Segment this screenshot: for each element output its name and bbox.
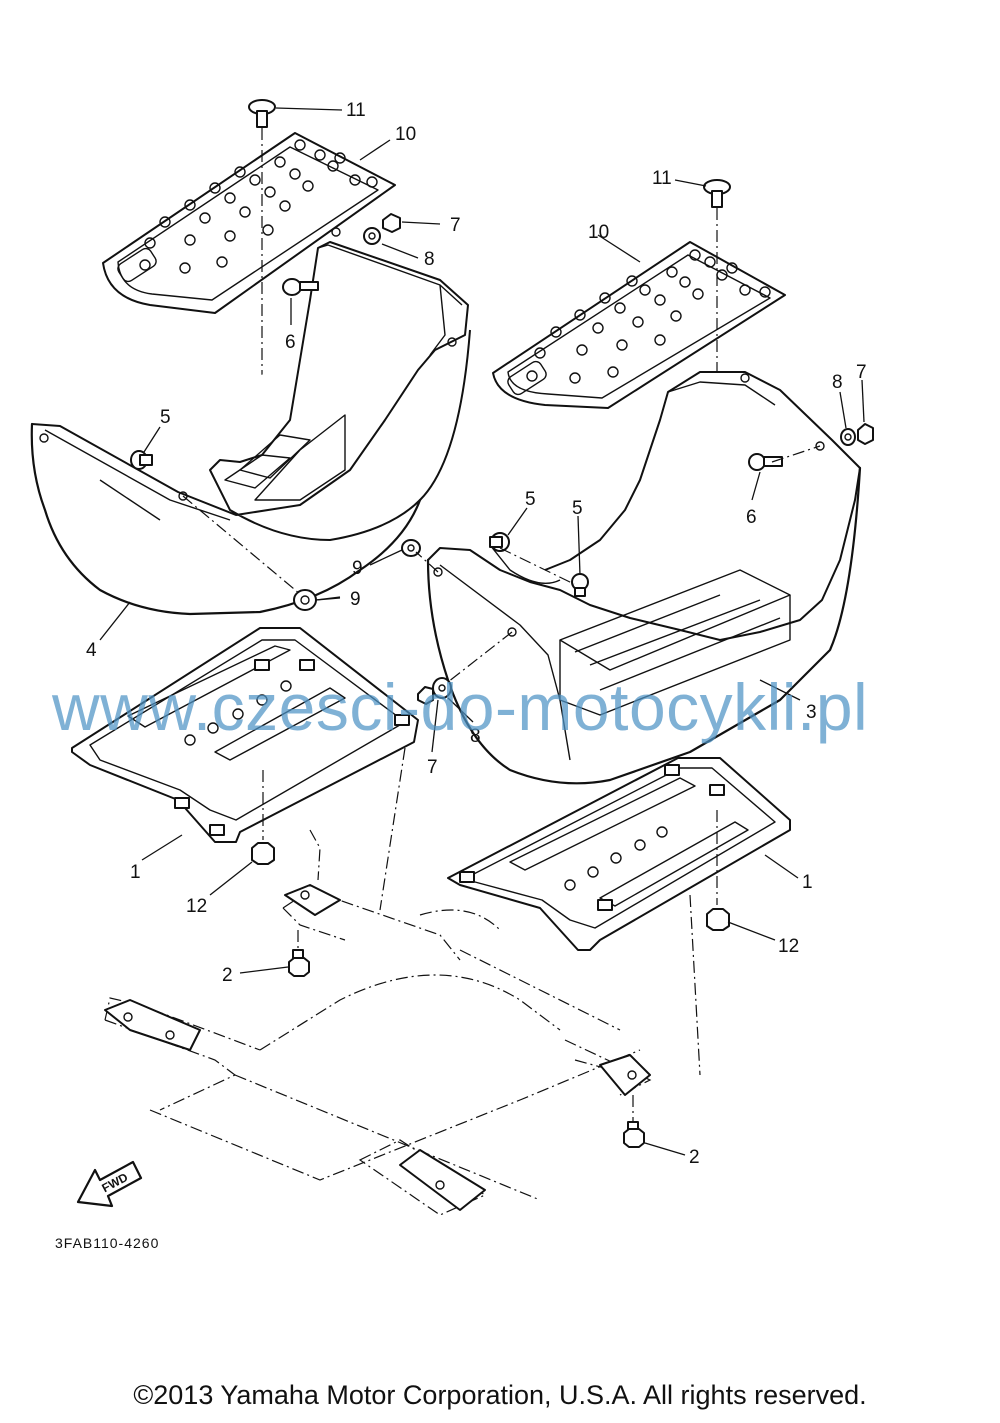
right-lower-plate — [447, 757, 791, 951]
right-footrest-bracket — [426, 371, 862, 785]
fwd-arrow: FWD — [76, 1160, 143, 1208]
left-bolt-11 — [248, 99, 276, 470]
callout-5-center: 5 — [525, 489, 536, 510]
diagram-code: 3FAB110-4260 — [55, 1235, 159, 1251]
callout-2-right: 2 — [689, 1147, 700, 1168]
callout-5-right: 5 — [572, 498, 583, 519]
right-footrest-board — [492, 241, 786, 409]
callout-11-left: 11 — [346, 100, 366, 121]
callout-1-right: 1 — [802, 872, 813, 893]
frame-brackets — [104, 884, 651, 1211]
callout-3: 3 — [806, 702, 817, 723]
callout-12-right: 12 — [778, 936, 799, 957]
left-footrest-board — [102, 132, 396, 314]
frame-outline — [104, 747, 701, 1216]
callout-5-left: 5 — [160, 407, 171, 428]
right-hardware — [401, 423, 874, 705]
bolt-2-left — [288, 930, 310, 977]
watermark-url: www.czesci-do-motocykli.pl — [51, 670, 868, 744]
callout-11-right: 11 — [652, 168, 672, 189]
callout-7-lower: 7 — [427, 757, 438, 778]
right-nut-12 — [706, 810, 730, 931]
callout-1-left: 1 — [130, 862, 141, 883]
left-hardware — [130, 213, 401, 611]
callout-8-right: 8 — [832, 372, 843, 393]
callout-6-right: 6 — [746, 507, 757, 528]
callout-10-right: 10 — [588, 222, 609, 243]
left-nut-12 — [251, 770, 275, 865]
callout-10-left: 10 — [395, 124, 416, 145]
callout-6-left: 6 — [285, 332, 296, 353]
callout-2-left: 2 — [222, 965, 233, 986]
callout-9-lower: 9 — [350, 589, 361, 610]
callout-7-right: 7 — [856, 362, 867, 383]
copyright-notice: ©2013 Yamaha Motor Corporation, U.S.A. A… — [133, 1380, 867, 1410]
callout-7-left: 7 — [450, 215, 461, 236]
left-lower-plate — [71, 627, 419, 843]
callout-8-left: 8 — [424, 249, 435, 270]
callout-numbers: 1 1 2 2 3 4 5 5 5 6 6 7 7 7 8 8 8 9 9 10… — [86, 100, 867, 1168]
callout-12-left: 12 — [186, 896, 207, 917]
callout-4: 4 — [86, 640, 97, 661]
callout-9-upper: 9 — [352, 558, 363, 579]
callout-8-lower: 8 — [470, 726, 481, 747]
leader-lines — [99, 107, 865, 1156]
bolt-2-right — [623, 1095, 645, 1148]
